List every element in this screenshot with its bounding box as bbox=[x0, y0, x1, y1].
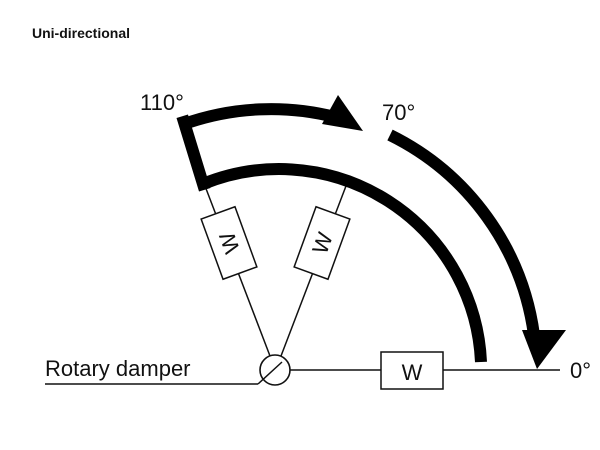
inner-arc bbox=[200, 163, 487, 363]
label-110deg: 110° bbox=[140, 90, 184, 115]
outer-arc-right bbox=[387, 129, 540, 336]
arrowhead-top-icon bbox=[322, 95, 363, 131]
label-rotary-damper: Rotary damper bbox=[45, 356, 191, 381]
hub-pointer bbox=[257, 361, 283, 385]
diagram-title: Uni-directional bbox=[32, 25, 131, 41]
arrowhead-right-icon bbox=[522, 330, 566, 369]
hub-icon bbox=[259, 354, 291, 386]
damper-box-0deg bbox=[380, 351, 444, 390]
link-110deg bbox=[176, 114, 211, 192]
outer-arc-top bbox=[182, 103, 337, 130]
damper-box-70deg bbox=[293, 205, 351, 281]
damper-box-110deg bbox=[200, 205, 258, 281]
label-70deg: 70° bbox=[382, 100, 415, 125]
damper-label-0deg: W bbox=[402, 360, 423, 385]
label-0deg: 0° bbox=[570, 358, 591, 383]
